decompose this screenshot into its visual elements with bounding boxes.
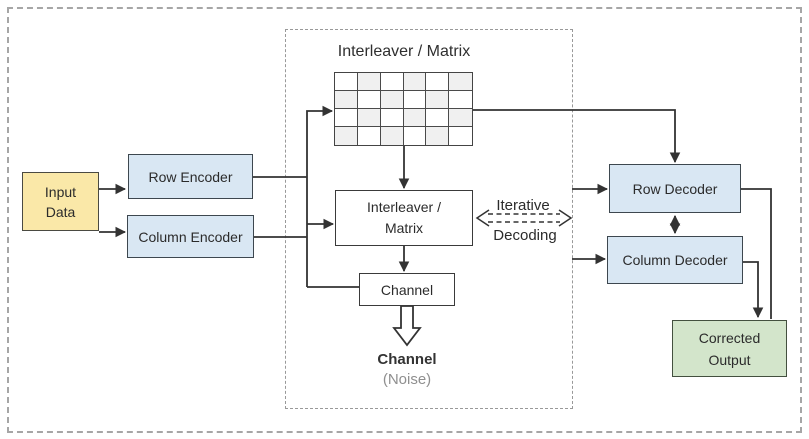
noise-label: (Noise) <box>382 371 432 388</box>
matrix-cell <box>357 109 381 127</box>
matrix-cell <box>449 91 472 109</box>
matrix-cell <box>380 127 404 145</box>
iterative-decoding-label-line1: Iterative <box>496 197 550 214</box>
interleaver-section-border <box>285 29 573 409</box>
row-encoder-node: Row Encoder <box>128 154 253 199</box>
interleaver-box-line2: Matrix <box>384 220 424 236</box>
column-decoder-label: Column Decoder <box>622 252 728 268</box>
corrected-output-node: Corrected Output <box>672 320 787 377</box>
row-decoder-label: Row Decoder <box>632 180 718 197</box>
corrected-output-line2: Output <box>708 351 751 368</box>
matrix-cell <box>380 73 404 91</box>
corrected-output-line1: Corrected <box>698 329 761 346</box>
column-encoder-node: Column Encoder <box>127 215 254 258</box>
matrix-cell <box>403 73 427 91</box>
matrix-cell <box>403 127 427 145</box>
matrix-cell <box>449 127 472 145</box>
matrix-cell <box>426 91 450 109</box>
channel-box-label: Channel <box>380 281 434 298</box>
row-encoder-label: Row Encoder <box>148 168 233 185</box>
input-data-line1: Input <box>44 183 77 200</box>
interleaver-matrix-node: Interleaver / Matrix <box>335 190 473 246</box>
matrix-cell <box>426 109 450 127</box>
row-decoder-node: Row Decoder <box>609 164 741 213</box>
input-data-node: Input Data <box>22 172 99 231</box>
matrix-cell <box>403 91 427 109</box>
matrix-cell <box>357 73 381 91</box>
matrix-cell <box>357 127 381 145</box>
channel-node: Channel <box>359 273 455 306</box>
matrix-cell <box>449 109 472 127</box>
matrix-cell <box>380 109 404 127</box>
matrix-cell <box>335 109 358 127</box>
matrix-cell <box>335 91 358 109</box>
matrix-cell <box>380 91 404 109</box>
matrix-cell <box>426 127 450 145</box>
column-encoder-label: Column Encoder <box>138 228 243 245</box>
interleaver-matrix-title: Interleaver / Matrix <box>337 43 471 60</box>
iterative-decoding-label-line2: Decoding <box>493 227 557 244</box>
channel-noise-label: Channel <box>377 351 437 368</box>
interleaver-grid <box>334 72 473 146</box>
input-data-line2: Data <box>45 203 76 220</box>
column-decoder-node: Column Decoder <box>607 236 743 284</box>
interleaver-box-line1: Interleaver / <box>367 199 441 215</box>
matrix-cell <box>403 109 427 127</box>
matrix-cell <box>449 73 472 91</box>
matrix-cell <box>335 73 358 91</box>
matrix-cell <box>426 73 450 91</box>
matrix-cell <box>357 91 381 109</box>
matrix-cell <box>335 127 358 145</box>
outer-dashed-border <box>7 7 802 433</box>
